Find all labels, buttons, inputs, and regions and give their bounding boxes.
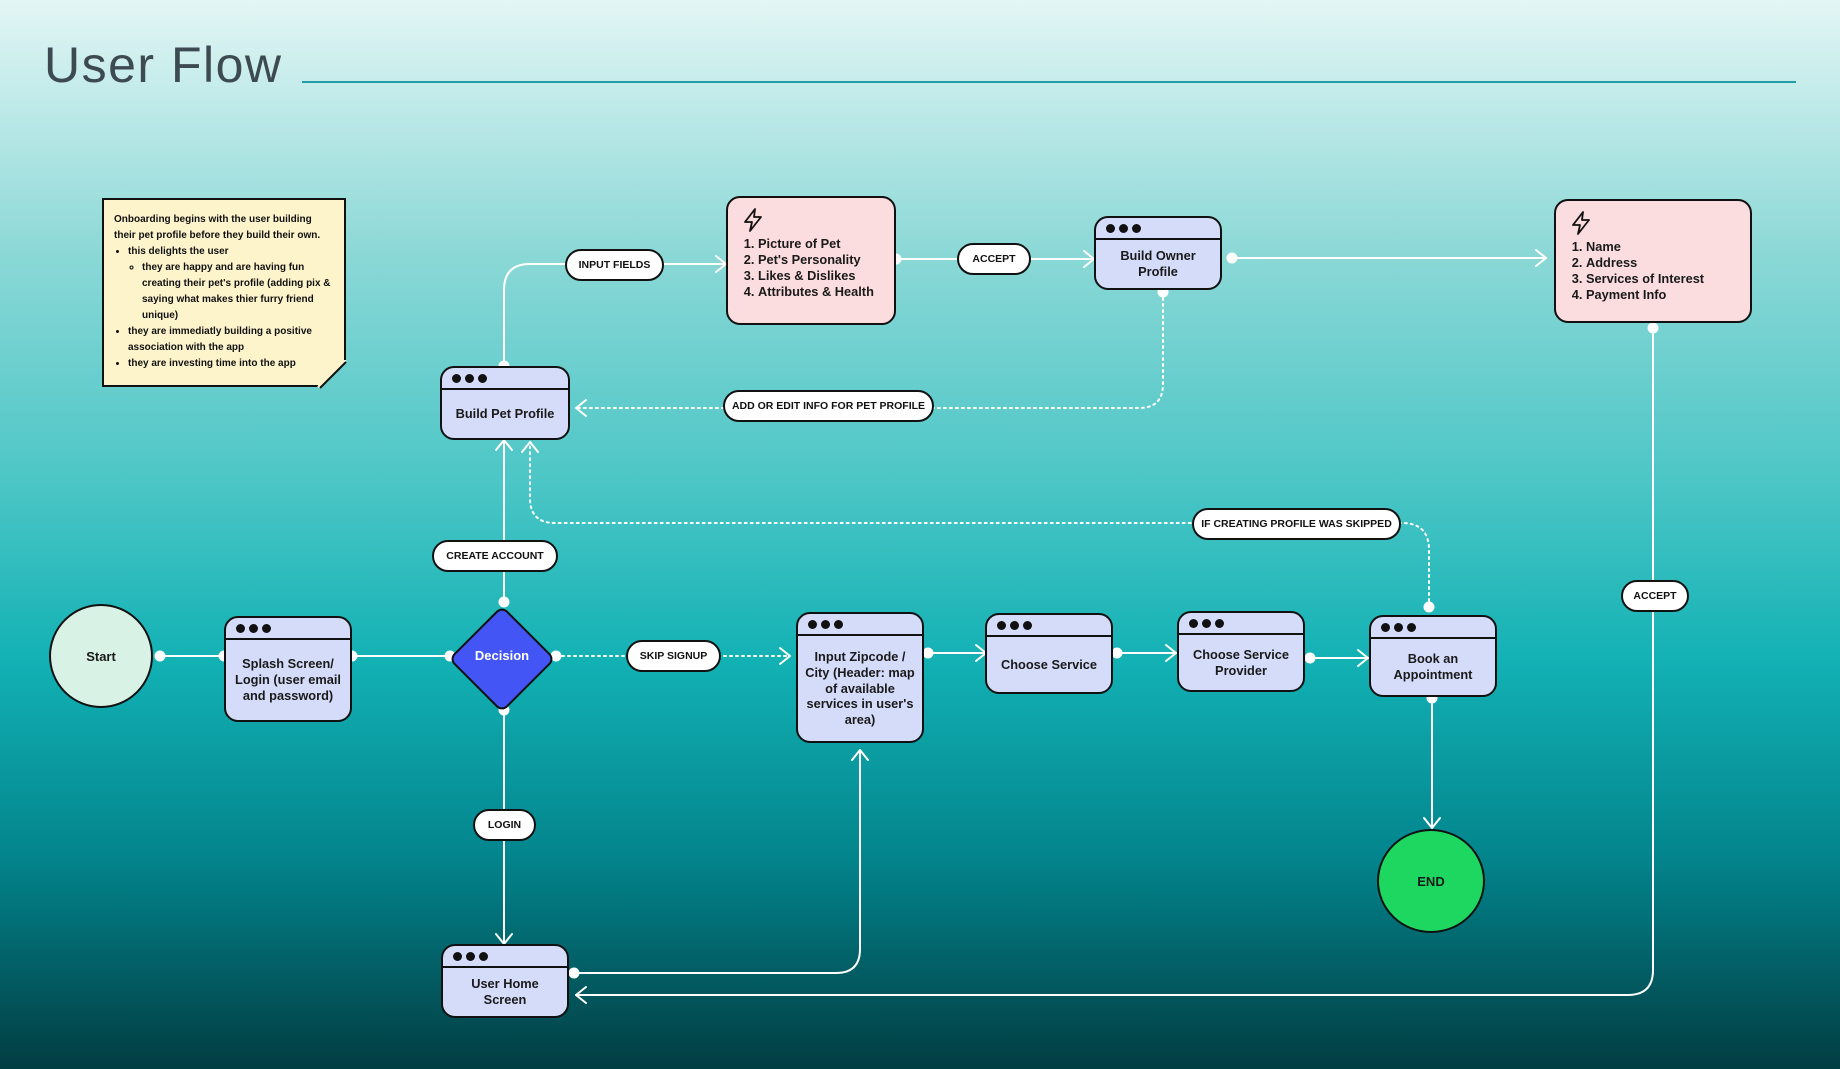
owner-info-list: Name Address Services of Interest Paymen…	[1570, 239, 1736, 303]
edge-label-login: LOGIN	[473, 809, 536, 841]
build-owner-profile-node: Build Owner Profile	[1094, 216, 1222, 290]
pet-info-card: Picture of Pet Pet's Personality Likes &…	[726, 196, 896, 325]
arrow-skip-signup	[779, 647, 791, 665]
note-intro: Onboarding begins with the user building…	[114, 214, 321, 241]
pet-info-item: Attributes & Health	[758, 284, 880, 300]
arrow-owner-info	[1535, 249, 1547, 267]
pet-info-item: Likes & Dislikes	[758, 268, 880, 284]
owner-info-item: Payment Info	[1586, 287, 1736, 303]
node-label: Input Zipcode / City (Header: map of ava…	[805, 648, 915, 728]
onboarding-note: Onboarding begins with the user building…	[102, 198, 346, 387]
edge-label-input-fields: INPUT FIELDS	[565, 249, 664, 281]
pet-info-item: Picture of Pet	[758, 236, 880, 252]
window-dots-icon	[1179, 613, 1303, 635]
user-home-screen-node: User Home Screen	[441, 944, 569, 1018]
edge-add-edit	[575, 291, 1164, 409]
arrow-book-end	[1423, 817, 1441, 829]
decision-label: Decision	[474, 648, 530, 663]
node-label: Build Owner Profile	[1120, 248, 1196, 279]
edge-label-accept-pet: ACCEPT	[957, 243, 1031, 275]
pet-info-item: Pet's Personality	[758, 252, 880, 268]
start-node: Start	[49, 604, 153, 708]
edge-label-create-account: CREATE ACCOUNT	[432, 540, 558, 572]
edge-label-accept-owner: ACCEPT	[1621, 580, 1689, 612]
note-bullets: this delights the user they are happy an…	[114, 244, 334, 372]
window-dots-icon	[987, 615, 1111, 637]
end-node: END	[1377, 829, 1485, 933]
window-dots-icon	[1096, 218, 1220, 240]
note-bullet: this delights the user	[128, 246, 229, 257]
window-dots-icon	[442, 368, 568, 390]
build-pet-profile-node: Build Pet Profile	[440, 366, 570, 440]
window-dots-icon	[798, 614, 922, 636]
node-label: Book an Appointment	[1393, 651, 1473, 682]
title-underline	[302, 81, 1796, 83]
page-title: User Flow	[44, 37, 283, 93]
edge-label-skip-signup: SKIP SIGNUP	[626, 640, 721, 672]
splash-screen-node: Splash Screen/ Login (user email and pas…	[224, 616, 352, 722]
edge-accept-owner	[575, 327, 1654, 996]
window-dots-icon	[443, 946, 567, 968]
arrow-if-skipped	[521, 441, 539, 453]
arrow-service-provider	[1165, 644, 1177, 662]
arrow-create-account	[495, 439, 513, 451]
owner-info-item: Address	[1586, 255, 1736, 271]
node-label: User Home Screen	[471, 976, 539, 1007]
node-label: Build Pet Profile	[455, 406, 555, 421]
lightning-icon	[1572, 211, 1590, 235]
choose-service-node: Choose Service	[985, 613, 1113, 694]
owner-info-item: Services of Interest	[1586, 271, 1736, 287]
book-appointment-node: Book an Appointment	[1369, 615, 1497, 697]
owner-info-item: Name	[1586, 239, 1736, 255]
edge-label-if-skipped: IF CREATING PROFILE WAS SKIPPED	[1192, 508, 1401, 540]
edge-input-fields	[503, 263, 727, 367]
note-fold-corner	[318, 360, 347, 389]
owner-info-card: Name Address Services of Interest Paymen…	[1554, 199, 1752, 323]
node-label: Choose Service Provider	[1192, 646, 1290, 678]
arrow-home-zipcode	[851, 749, 869, 761]
window-dots-icon	[1371, 617, 1495, 639]
arrow-add-edit	[575, 399, 587, 417]
window-dots-icon	[226, 618, 350, 640]
arrow-provider-book	[1357, 649, 1369, 667]
node-label: Choose Service	[1000, 656, 1098, 672]
note-bullet: they are investing time into the app	[128, 356, 334, 372]
node-label: Splash Screen/ Login (user email and pas…	[235, 656, 341, 703]
lightning-icon	[744, 208, 762, 232]
pet-info-list: Picture of Pet Pet's Personality Likes &…	[742, 236, 880, 300]
edge-label-add-edit: ADD OR EDIT INFO FOR PET PROFILE	[723, 390, 934, 422]
input-zipcode-node: Input Zipcode / City (Header: map of ava…	[796, 612, 924, 743]
choose-service-provider-node: Choose Service Provider	[1177, 611, 1305, 692]
edge-if-skipped	[529, 441, 1430, 608]
note-bullet: they are immediatly building a positive …	[128, 324, 334, 356]
note-sub-bullet: they are happy and are having fun creati…	[142, 260, 334, 324]
edge-home-zipcode	[573, 749, 861, 974]
arrow-accept-owner	[575, 986, 587, 1004]
